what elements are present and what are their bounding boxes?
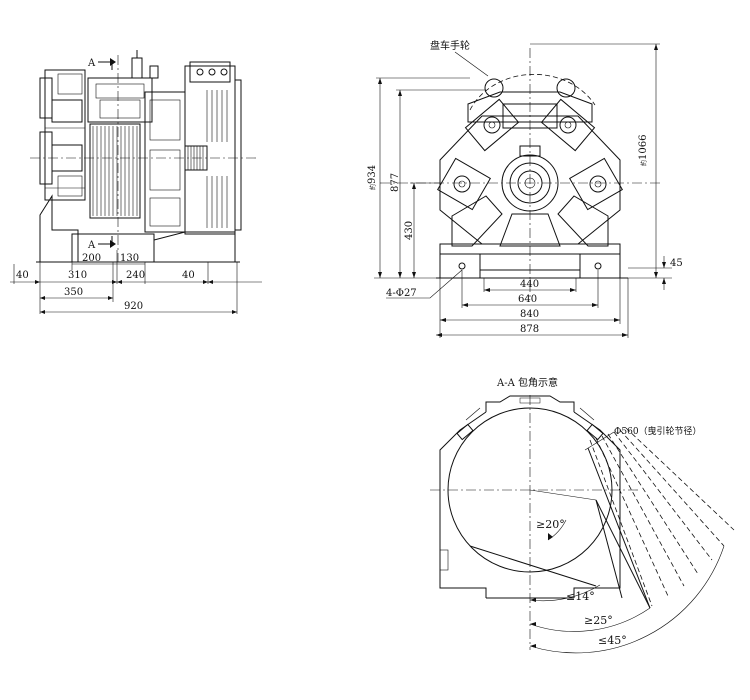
front-view: A — [10, 50, 262, 314]
dim-200: 200 — [82, 253, 101, 264]
side-view: 盘车手轮 — [367, 39, 683, 338]
angle-45: ≤45° — [598, 634, 627, 647]
brake-units — [436, 98, 624, 211]
dim-1066: 約1066 — [638, 135, 649, 166]
dim-130: 130 — [120, 253, 139, 264]
dim-430: 430 — [404, 221, 415, 240]
section-marker-bottom: A — [87, 240, 96, 251]
label-handwheel: 盘车手轮 — [430, 39, 470, 52]
dim-640: 640 — [518, 294, 537, 305]
dim-878: 878 — [520, 324, 539, 335]
section-marker-top: A — [87, 58, 96, 69]
section-title: A-A 包角示意 — [496, 376, 558, 389]
dim-440: 440 — [520, 279, 539, 290]
dim-40-right: 40 — [182, 270, 195, 281]
angle-14: ≤14° — [566, 590, 595, 603]
angle-20: ≥20° — [536, 518, 565, 531]
dim-holes: 4-Φ27 — [386, 288, 417, 299]
handwheel-outline — [469, 73, 596, 111]
sheave-grooves — [92, 126, 138, 216]
dim-920: 920 — [124, 301, 143, 312]
dim-350: 350 — [64, 287, 83, 298]
dim-310: 310 — [68, 270, 87, 281]
dim-934: 約934 — [367, 165, 378, 190]
section-view: A-A 包角示意 Φ560（曳引轮节径） — [430, 376, 735, 654]
central-hub — [501, 154, 559, 212]
dim-45: 45 — [670, 258, 683, 269]
dim-840: 840 — [520, 309, 539, 320]
angle-25: ≥25° — [584, 614, 613, 627]
rope-fan — [589, 427, 735, 607]
motor-fins — [206, 90, 228, 228]
dim-240: 240 — [126, 270, 145, 281]
dim-877: 877 — [390, 173, 401, 192]
dim-40-left: 40 — [16, 270, 29, 281]
diameter-note: Φ560（曳引轮节径） — [614, 425, 702, 437]
sheave-circle — [447, 407, 613, 573]
